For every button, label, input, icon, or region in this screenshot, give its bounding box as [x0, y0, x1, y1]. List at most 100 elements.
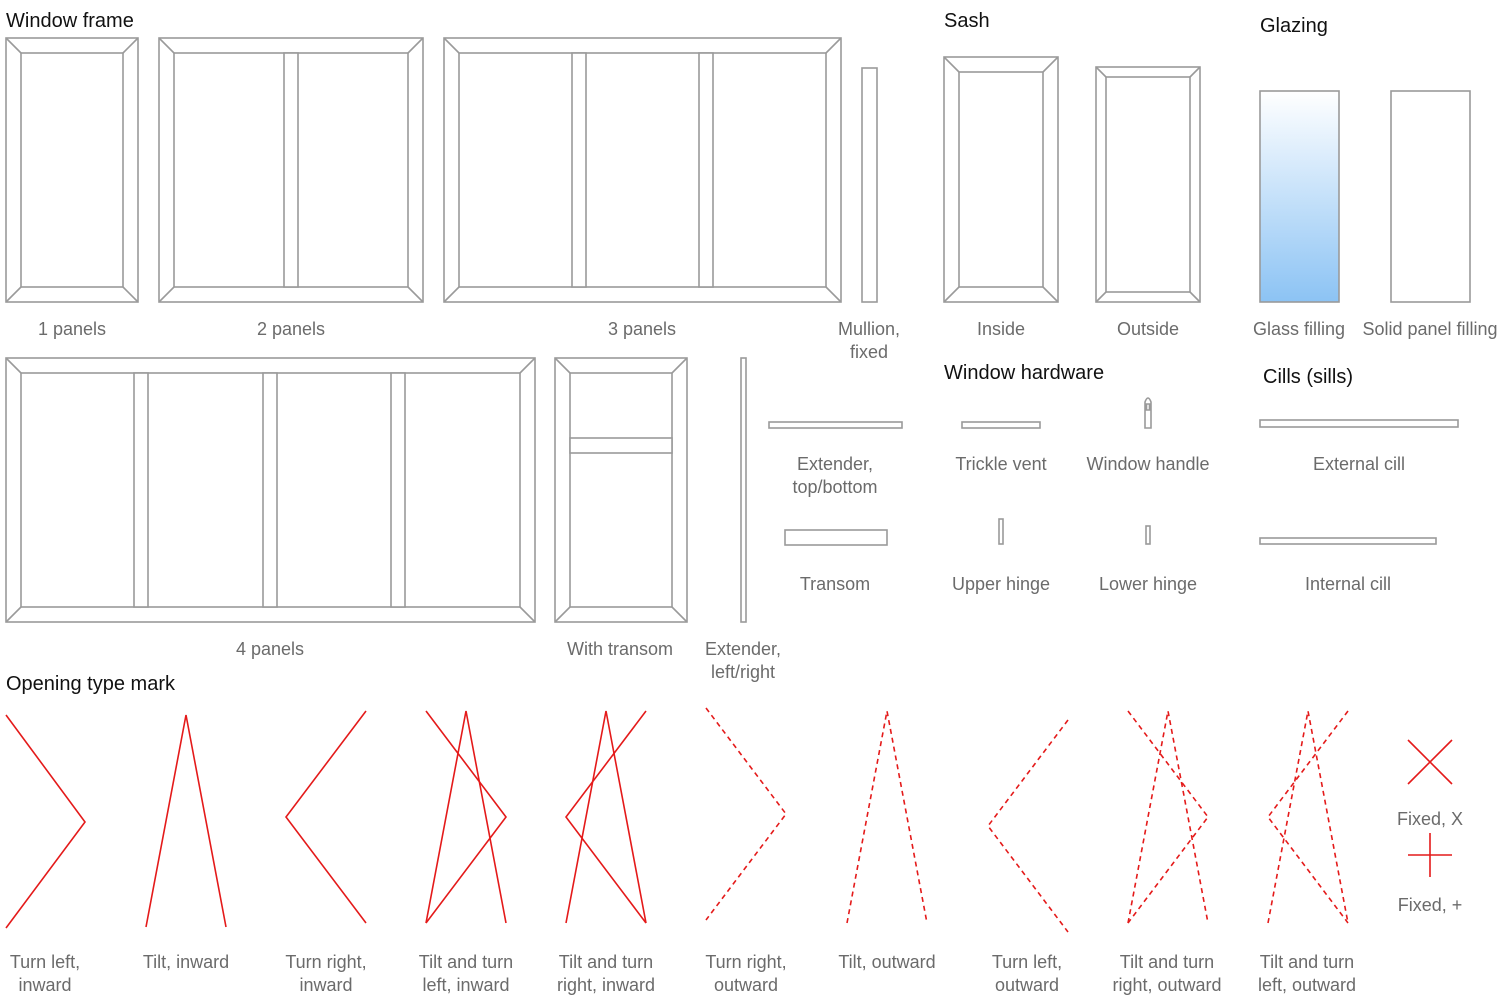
mullion [571, 52, 587, 288]
frame-corner [5, 357, 22, 374]
mullion-fixed [861, 67, 878, 303]
label-fixed-plus: Fixed, + [1398, 895, 1463, 915]
opening-mark-label: right, outward [1112, 975, 1221, 995]
heading-window-frame: Window frame [6, 10, 134, 32]
frame-inner [1105, 76, 1191, 293]
opening-mark-label: left, inward [422, 975, 509, 995]
frame-corner [5, 606, 22, 623]
frame-corner [943, 56, 960, 73]
frame-inner [20, 52, 124, 288]
opening-mark-line [565, 710, 647, 924]
frame-corner [554, 606, 571, 623]
frame-corner [5, 37, 22, 54]
opening-mark-line [986, 719, 1069, 933]
extender-top-bottom [768, 421, 903, 429]
lower-hinge [1145, 525, 1151, 545]
frame-corner [158, 286, 175, 303]
frame-4-panels [5, 357, 536, 623]
opening-mark-line [846, 710, 928, 924]
opening-mark-6 [705, 707, 788, 921]
frame-3-panels [443, 37, 842, 303]
external-cill [1259, 419, 1459, 428]
mullion [262, 372, 278, 608]
opening-mark-4 [425, 710, 508, 924]
opening-mark-line [425, 710, 508, 924]
label-lower-hinge: Lower hinge [1099, 574, 1197, 594]
frame-corner [5, 286, 22, 303]
opening-mark-line [284, 710, 367, 924]
frame-1-panel [5, 37, 139, 303]
label-2-panels: 2 panels [257, 319, 325, 339]
frame-inner [958, 71, 1044, 288]
frame-corner [1095, 66, 1107, 78]
opening-mark-label: outward [714, 975, 778, 995]
label-fixed-x: Fixed, X [1397, 809, 1463, 829]
window-handle-icon [1144, 397, 1152, 429]
mullion [283, 52, 299, 288]
label-3-panels: 3 panels [608, 319, 676, 339]
frame-corner [825, 37, 842, 54]
frame-corner [122, 37, 139, 54]
fixed-x-mark [1407, 739, 1453, 785]
glass-filling [1259, 90, 1340, 303]
opening-mark-line [1127, 710, 1209, 924]
opening-mark-label: Tilt and turn [1260, 952, 1354, 972]
frame-corner [671, 357, 688, 374]
opening-mark-label: inward [299, 975, 352, 995]
frame-corner [1189, 66, 1201, 78]
transom-bar [569, 437, 673, 454]
frame-corner [1095, 291, 1107, 303]
internal-cill [1259, 537, 1437, 545]
label-upper-hinge: Upper hinge [952, 574, 1050, 594]
opening-mark-3 [284, 710, 367, 924]
opening-mark-label: Tilt and turn [1120, 952, 1214, 972]
label-internal-cill: Internal cill [1305, 574, 1391, 594]
opening-mark-label: Turn left, [992, 952, 1062, 972]
solid-panel-filling [1390, 90, 1471, 303]
frame-corner [443, 286, 460, 303]
frame-corner [519, 606, 536, 623]
heading-opening-type-mark: Opening type mark [6, 673, 176, 695]
opening-mark-2 [145, 714, 227, 928]
opening-mark-8 [986, 719, 1069, 933]
opening-mark-line [1267, 710, 1349, 924]
opening-mark-line [1127, 710, 1210, 924]
opening-mark-line [705, 707, 788, 921]
heading-glazing: Glazing [1260, 15, 1328, 37]
frame-corner [671, 606, 688, 623]
opening-mark-line [5, 714, 86, 929]
label-glass-filling: Glass filling [1253, 319, 1345, 339]
label-4-panels: 4 panels [236, 639, 304, 659]
opening-mark-label: right, inward [557, 975, 655, 995]
frame-corner [443, 37, 460, 54]
opening-mark-label: left, outward [1258, 975, 1356, 995]
opening-mark-line [1266, 710, 1349, 924]
heading-window-hardware: Window hardware [944, 362, 1104, 384]
opening-mark-line [145, 714, 227, 928]
frame-corner [122, 286, 139, 303]
opening-mark-label: Turn right, [705, 952, 786, 972]
label-mullion-2: fixed [850, 342, 888, 362]
label-extender-lr-2: left/right [711, 662, 775, 682]
mullion [390, 372, 406, 608]
label-window-handle: Window handle [1086, 454, 1209, 474]
label-mullion: Mullion, [838, 319, 900, 339]
label-sash-outside: Outside [1117, 319, 1179, 339]
frame-with-transom [554, 357, 688, 623]
opening-mark-5 [564, 710, 647, 924]
heading-cills: Cills (sills) [1263, 366, 1353, 388]
sash-outside [1095, 66, 1201, 303]
opening-mark-label: Tilt and turn [559, 952, 653, 972]
frame-corner [554, 357, 571, 374]
opening-mark-label: Tilt, inward [143, 952, 229, 972]
label-extender-tb: Extender, [797, 454, 873, 474]
opening-mark-7 [846, 710, 928, 924]
frame-corner [519, 357, 536, 374]
opening-mark-10 [1266, 710, 1349, 924]
frame-inner [569, 372, 673, 608]
frame-corner [825, 286, 842, 303]
frame-corner [1042, 56, 1059, 73]
extender-left-right [740, 357, 747, 623]
label-transom: Transom [800, 574, 870, 594]
